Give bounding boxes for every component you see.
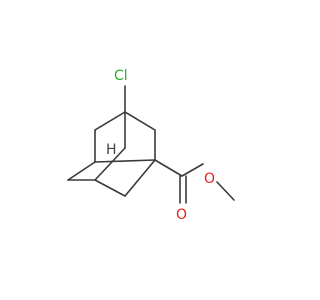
bond-c8-c9 <box>94 179 126 197</box>
oxygen-ester-label: O <box>204 171 215 187</box>
bond-c1-c2 <box>124 111 156 131</box>
bond-c4-c8 <box>94 147 126 181</box>
bond-c6-c5 <box>94 159 156 163</box>
hydrogen-label: H <box>106 142 117 158</box>
oxygen-carbonyl-label: O <box>176 207 187 223</box>
bond-c5-ccarbonyl <box>154 159 183 177</box>
bond-ccarbonyl-oester <box>181 163 204 177</box>
bond-c9-c5 <box>124 159 156 197</box>
bond-c6-c7 <box>67 161 96 181</box>
bond-c1-c3 <box>94 111 126 131</box>
structure-diagram: Cl H O O <box>67 68 235 223</box>
bond-oester-cmethyl <box>216 181 235 201</box>
chlorine-label: Cl <box>114 68 128 84</box>
